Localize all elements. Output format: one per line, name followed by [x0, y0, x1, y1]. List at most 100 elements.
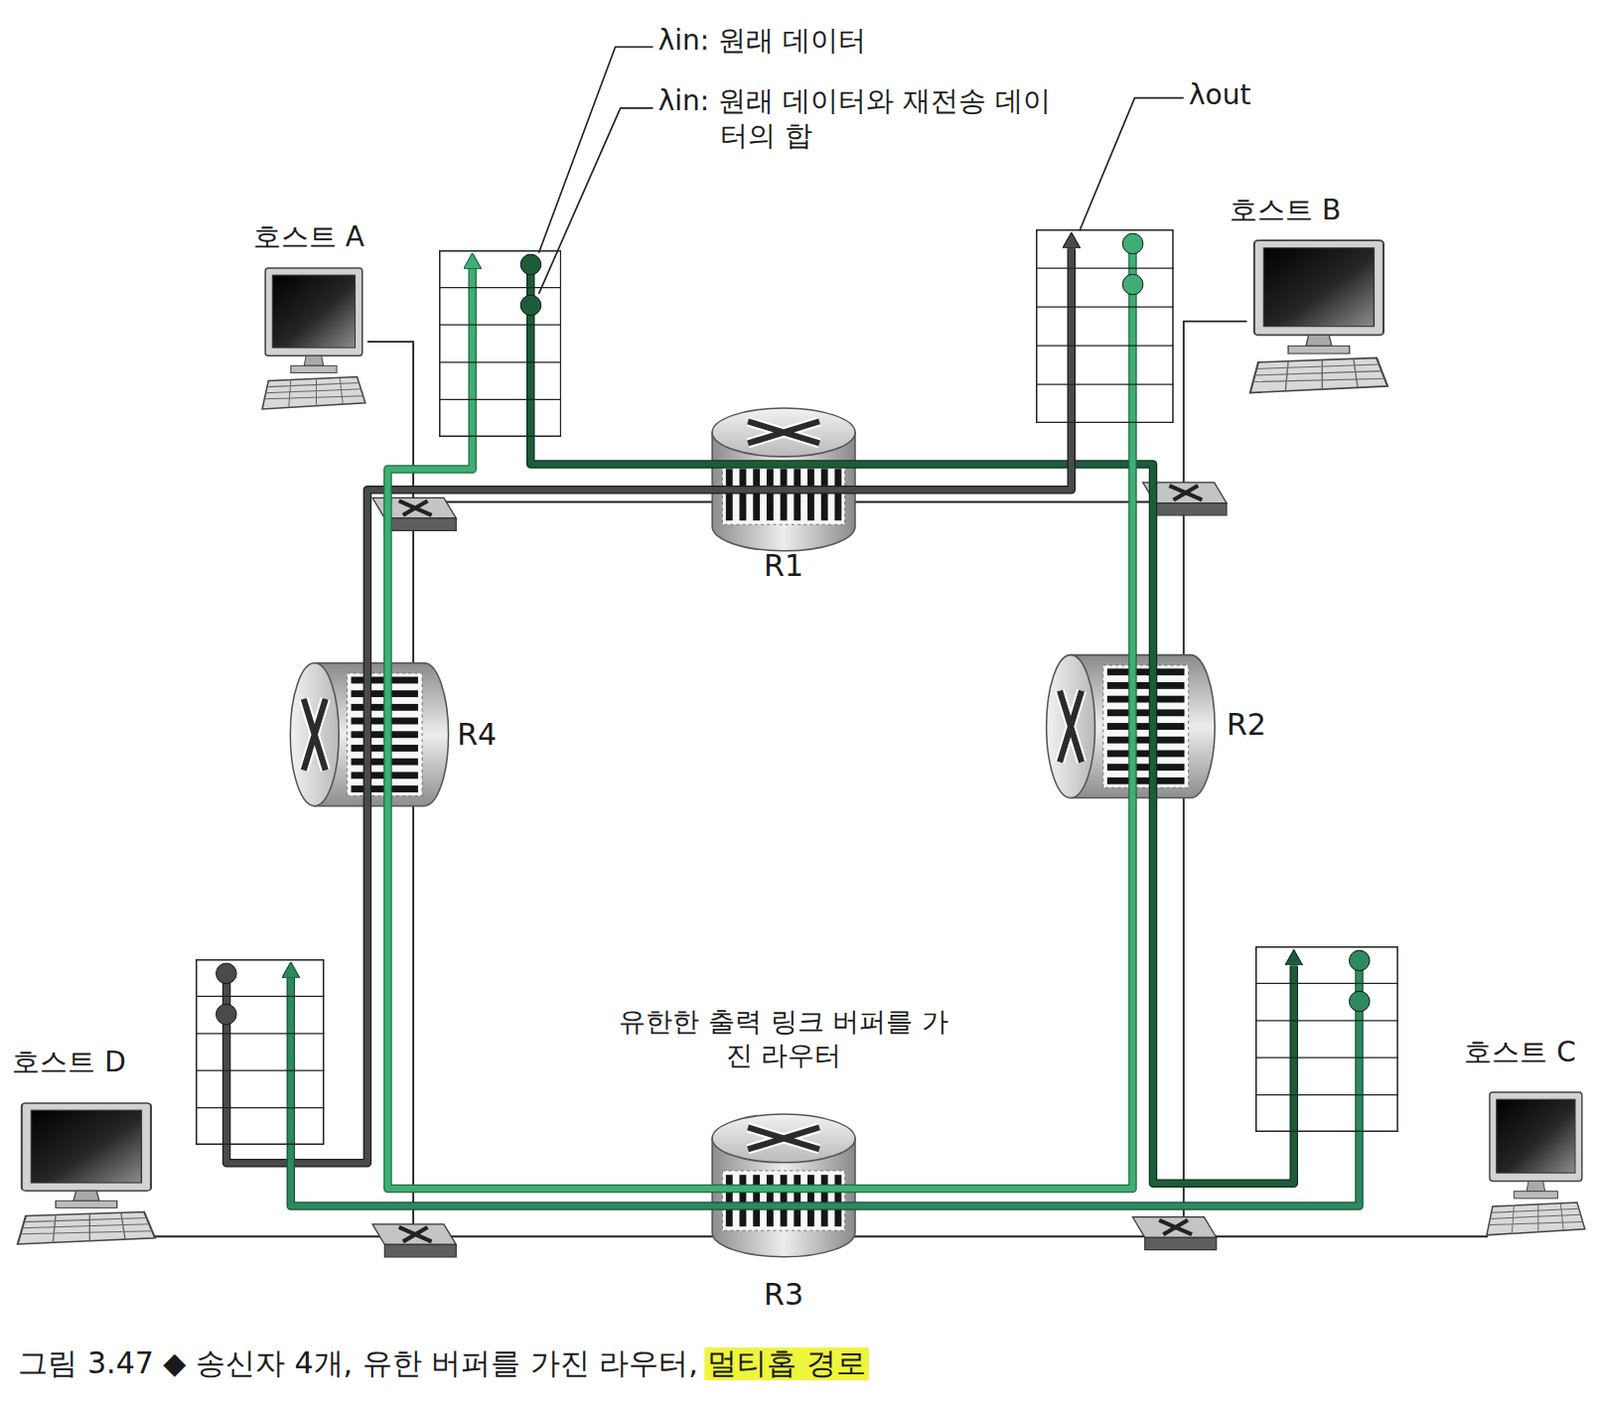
flow-outline — [226, 248, 1072, 1164]
host-label: 호스트 C — [1463, 1035, 1576, 1070]
buffer-queue — [1035, 229, 1174, 424]
illustration-part — [766, 1174, 774, 1227]
icon-part — [1263, 248, 1374, 327]
icon-part — [196, 960, 324, 1145]
network-drawing — [152, 46, 1488, 1258]
icon-part — [1526, 1181, 1546, 1192]
packet-dot — [520, 294, 542, 316]
icon-part — [1496, 1100, 1576, 1174]
packet-dot — [1122, 233, 1144, 255]
icon-part — [73, 1190, 100, 1201]
illustration-part — [1107, 709, 1185, 717]
host-label: 호스트 B — [1229, 193, 1341, 228]
illustration-part — [1107, 749, 1185, 757]
icon-part — [264, 378, 364, 408]
leader-line — [538, 108, 653, 294]
router-node: R1 — [704, 403, 866, 597]
network-wires — [152, 321, 1488, 1238]
illustration-part — [793, 1174, 801, 1227]
leader-line — [538, 46, 653, 254]
flow-outline — [530, 264, 1295, 1184]
flow-connector — [290, 961, 1360, 1207]
illustration-part — [1046, 655, 1096, 799]
packet-dot — [216, 963, 238, 985]
router-note: 유한한 출력 링크 버퍼를 가진 라우터 — [609, 1005, 957, 1073]
icon-part — [1035, 268, 1174, 270]
illustration-part — [1107, 668, 1185, 676]
computer-icon — [1247, 239, 1391, 403]
illustration-part — [1107, 777, 1185, 785]
illustration-part — [1107, 696, 1185, 704]
illustration-part — [384, 518, 456, 531]
router-label: R3 — [763, 1277, 804, 1313]
router-icon — [712, 408, 856, 552]
illustration-part — [821, 468, 829, 521]
illustration-part — [372, 1224, 456, 1246]
illustration-part — [821, 1174, 829, 1227]
icon-part — [290, 366, 337, 374]
illustration-part — [747, 1127, 820, 1150]
illustration-part — [747, 1127, 820, 1150]
host-label: 호스트 D — [11, 1045, 126, 1080]
packet-dot — [520, 254, 542, 276]
illustration-part — [399, 1227, 433, 1242]
icon-part — [438, 287, 562, 289]
flow-connector — [226, 248, 1072, 1164]
host-computer: 호스트 C — [1250, 938, 1598, 1256]
icon-part — [1305, 335, 1331, 347]
illustration-part — [766, 468, 774, 521]
illustration-part — [747, 421, 820, 443]
packet-dot — [1122, 274, 1144, 295]
illustration-part — [793, 468, 801, 521]
computer-icon — [1484, 1091, 1588, 1245]
host-computer: 호스트 A — [250, 216, 570, 441]
router-node: R3 — [704, 1110, 866, 1327]
icon-part — [1249, 358, 1387, 394]
computer-icon — [260, 267, 368, 419]
illustration-part — [1107, 723, 1185, 730]
flow-group — [387, 244, 1133, 1189]
router-node: R2 — [1040, 647, 1281, 806]
icon-part — [262, 377, 366, 410]
icon-part — [1035, 345, 1174, 347]
icon-part — [1253, 241, 1383, 336]
illustration-part — [303, 699, 326, 771]
icon-part — [1252, 359, 1385, 392]
illustration-part — [1059, 691, 1082, 763]
rate-callout: λout — [1188, 77, 1251, 113]
illustration-part — [739, 468, 747, 521]
flow-connector — [387, 244, 1133, 1189]
illustration-part — [1168, 485, 1202, 500]
switch-icon — [1132, 1217, 1216, 1251]
illustration-part — [780, 1174, 788, 1227]
illustration-part — [1107, 736, 1185, 744]
icon-part — [1036, 230, 1173, 424]
callout-box: λin: 원래 데이터 — [658, 22, 867, 58]
icon-part — [1513, 1191, 1558, 1199]
illustration-part — [739, 1174, 747, 1227]
illustration-part — [1107, 682, 1185, 690]
illustration-part — [303, 699, 326, 771]
icon-part — [439, 250, 562, 437]
illustration-part — [712, 408, 856, 457]
rate-callout: λin: 원래 데이터 — [658, 22, 867, 58]
callout-box: λin: 원래 데이터와 재전송 데이터의 합 — [658, 83, 1052, 153]
router-label: R4 — [456, 717, 497, 753]
icon-part — [1489, 1092, 1583, 1181]
illustration-part — [1145, 1237, 1217, 1250]
illustration-part — [722, 464, 845, 525]
illustration-part — [712, 1114, 856, 1164]
illustration-part — [752, 468, 760, 521]
leader-line — [1079, 98, 1184, 232]
illustration-part — [290, 663, 339, 807]
icon-part — [1255, 1094, 1399, 1096]
illustration-part — [726, 468, 733, 521]
packet-dot — [1348, 992, 1370, 1014]
illustration-part — [807, 468, 815, 521]
icon-part — [1255, 983, 1399, 985]
icon-part — [1255, 947, 1397, 1132]
callout-box: λout — [1188, 77, 1251, 113]
packet-dot — [216, 1004, 238, 1025]
icon-part — [438, 398, 562, 400]
